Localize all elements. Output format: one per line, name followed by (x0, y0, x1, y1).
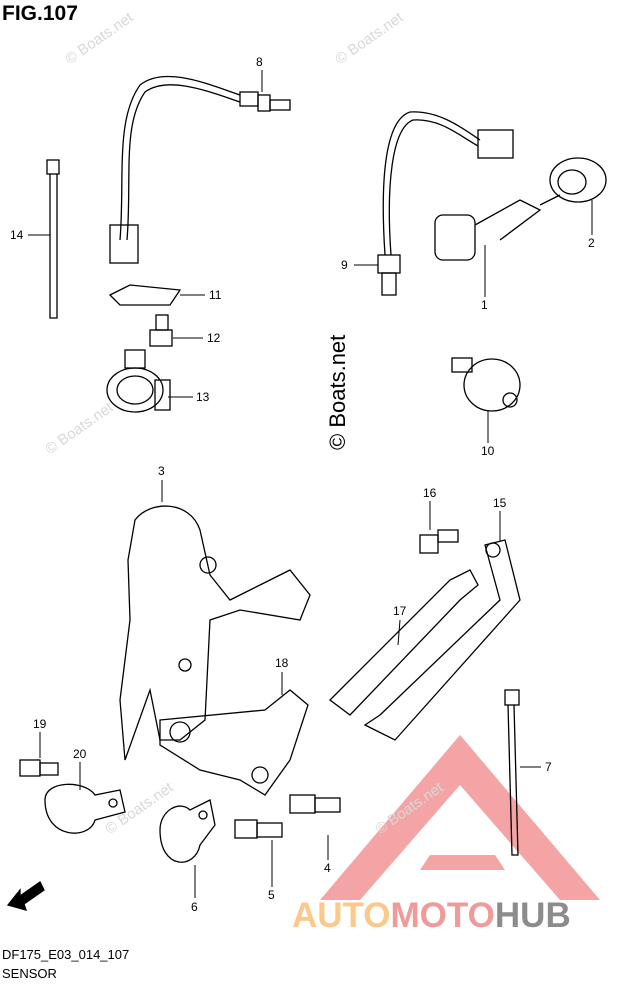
part-15-bracket (363, 539, 521, 741)
callout-4[interactable]: 4 (324, 861, 331, 875)
fwd-arrow-icon (6, 881, 45, 911)
part-5-bolt (234, 819, 283, 839)
logo-auto: AUTO (292, 896, 391, 935)
callout-20[interactable]: 20 (73, 747, 87, 761)
callout-19[interactable]: 19 (33, 717, 47, 731)
logo-moto: MOTO (390, 896, 495, 935)
part-20-clamp (44, 783, 126, 834)
part-14-tie-strap (46, 159, 60, 319)
part-18-plate (159, 689, 309, 796)
callout-15[interactable]: 15 (493, 496, 507, 510)
figure-title: FIG.107 (2, 2, 78, 25)
logo-triangle (320, 735, 600, 900)
callout-5[interactable]: 5 (268, 888, 275, 902)
callout-12[interactable]: 12 (207, 331, 221, 345)
callout-16[interactable]: 16 (423, 486, 437, 500)
part-1-sensor (434, 194, 561, 261)
section-name: SENSOR (2, 966, 57, 981)
callout-1[interactable]: 1 (481, 298, 488, 312)
part-13-clamp (106, 349, 171, 413)
part-10-sensor (451, 357, 521, 412)
callout-11[interactable]: 11 (209, 288, 222, 302)
part-19-bolt (19, 759, 59, 777)
callout-7[interactable]: 7 (545, 760, 552, 774)
part-12-bolt (149, 314, 173, 347)
leader-lines (28, 70, 593, 898)
diagram-code: DF175_E03_014_107 (2, 947, 130, 962)
callout-10[interactable]: 10 (481, 444, 495, 458)
part-16-bolt (419, 529, 459, 554)
automotohub-logo: AUTOMOTOHUB (292, 896, 571, 936)
part-3-bracket (119, 505, 311, 761)
callout-9[interactable]: 9 (341, 258, 348, 272)
part-4-bolt (289, 794, 341, 814)
callout-3[interactable]: 3 (158, 464, 165, 478)
part-11-bracket (108, 284, 182, 306)
center-watermark: © Boats.net (325, 334, 350, 450)
callout-13[interactable]: 13 (196, 390, 210, 404)
part-7-tie-strap (504, 689, 520, 856)
callout-8[interactable]: 8 (256, 55, 263, 69)
callout-6[interactable]: 6 (191, 900, 198, 914)
callout-2[interactable]: 2 (588, 236, 595, 250)
callout-17[interactable]: 17 (393, 604, 407, 618)
part-2-grommet (549, 157, 607, 203)
part-9-sensor (377, 111, 514, 296)
part-6-clamp (159, 799, 216, 863)
part-17-bracket (329, 569, 479, 716)
callout-18[interactable]: 18 (275, 656, 289, 670)
logo-hub: HUB (494, 896, 571, 935)
callout-14[interactable]: 14 (10, 228, 24, 242)
part-8-sensor (109, 75, 291, 264)
